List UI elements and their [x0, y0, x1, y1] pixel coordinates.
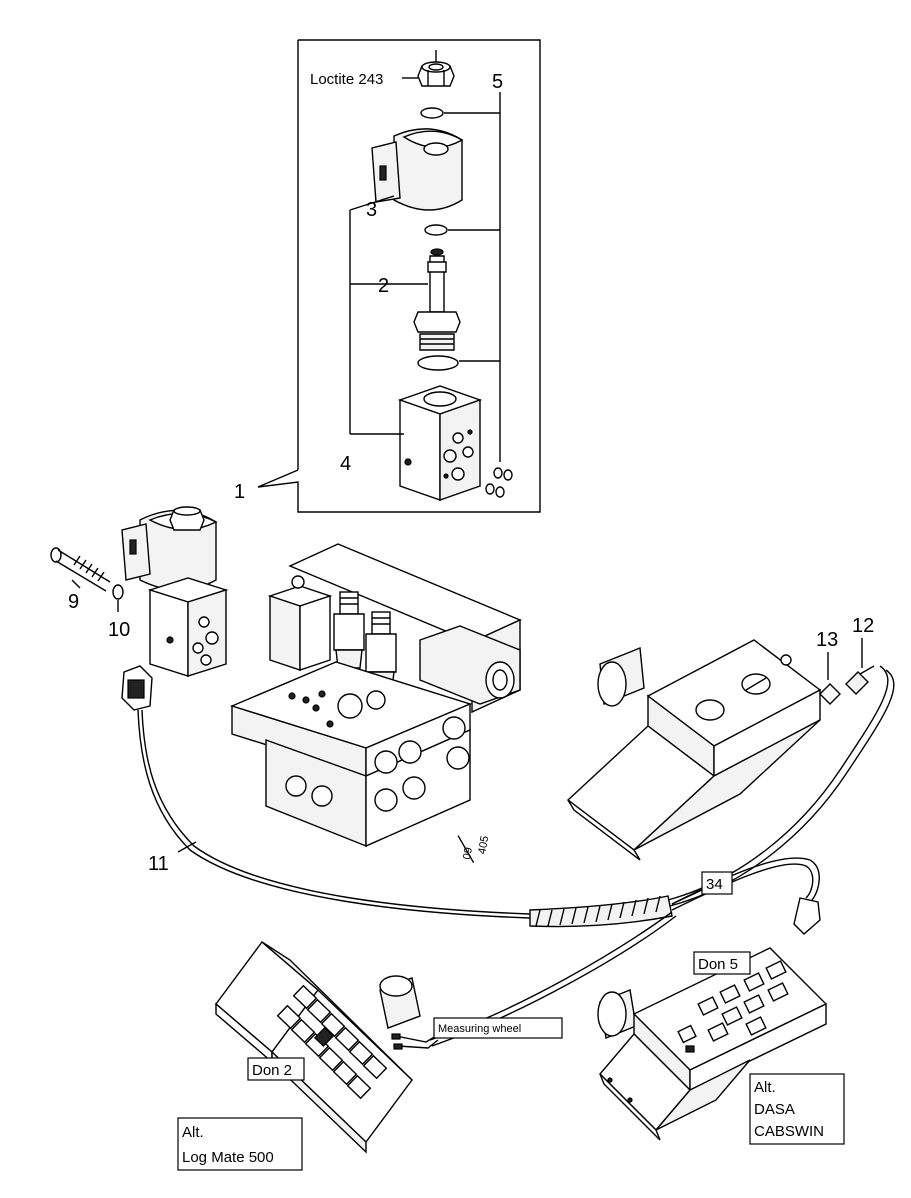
- leader-5: [444, 92, 501, 462]
- callout-3: 3: [366, 199, 377, 221]
- o-ring-middle: [424, 224, 448, 236]
- o-ring-large: [417, 355, 459, 371]
- callout-12: 12: [852, 615, 874, 637]
- callout-34-box: [701, 871, 733, 895]
- callout-1: 1: [234, 481, 245, 503]
- assembled-solenoid-valve: [121, 506, 229, 677]
- dasa-cabswin-controller: [597, 947, 828, 1141]
- svg-text:Alt.: Alt.: [182, 1124, 204, 1141]
- don5-note: Don 5: [693, 951, 751, 975]
- log-mate-alt-note: Alt. Log Mate 500: [177, 1117, 303, 1171]
- callout-9: 9: [68, 591, 79, 613]
- svg-text:Don 5: Don 5: [698, 956, 738, 973]
- hydraulic-manifold: [229, 543, 522, 848]
- mounting-bolt: [50, 547, 111, 592]
- valve-stem: [413, 248, 461, 351]
- svg-text:Alt.: Alt.: [754, 1079, 776, 1096]
- cable-gland-fittings: [819, 665, 875, 705]
- detail-inset: [257, 39, 541, 513]
- solenoid-coil: [371, 128, 464, 211]
- svg-text:Measuring wheel: Measuring wheel: [438, 1023, 521, 1035]
- loctite-label: Loctite 243: [310, 71, 383, 88]
- callout-2: 2: [378, 275, 389, 297]
- svg-text:405: 405: [476, 835, 491, 855]
- washer: [112, 584, 124, 600]
- small-o-rings: [485, 467, 513, 498]
- drawing-reference: 09 405: [457, 835, 491, 864]
- o-ring-upper: [420, 107, 444, 119]
- don2-note: Don 2: [247, 1057, 305, 1081]
- controller-keys: [276, 984, 388, 1100]
- callout-11: 11: [148, 853, 169, 875]
- callout-5: 5: [492, 71, 503, 93]
- callout-13: 13: [816, 629, 838, 651]
- measuring-wheel-note: Measuring wheel: [433, 1017, 563, 1039]
- svg-text:Don 2: Don 2: [252, 1062, 292, 1079]
- cabswin-keys: [677, 960, 789, 1053]
- lock-nut: [417, 50, 455, 87]
- valve-block: [397, 385, 483, 501]
- dasa-alt-note: Alt. DASA CABSWIN: [749, 1073, 845, 1145]
- callout-10: 10: [108, 619, 130, 641]
- svg-text:CABSWIN: CABSWIN: [754, 1123, 824, 1140]
- control-box-upper-right: [566, 639, 822, 861]
- callout-4: 4: [340, 453, 351, 475]
- callout-34: 34: [706, 876, 723, 893]
- svg-text:Log Mate 500: Log Mate 500: [182, 1149, 274, 1166]
- leader-2-3-4: [349, 195, 428, 435]
- svg-text:DASA: DASA: [754, 1101, 795, 1118]
